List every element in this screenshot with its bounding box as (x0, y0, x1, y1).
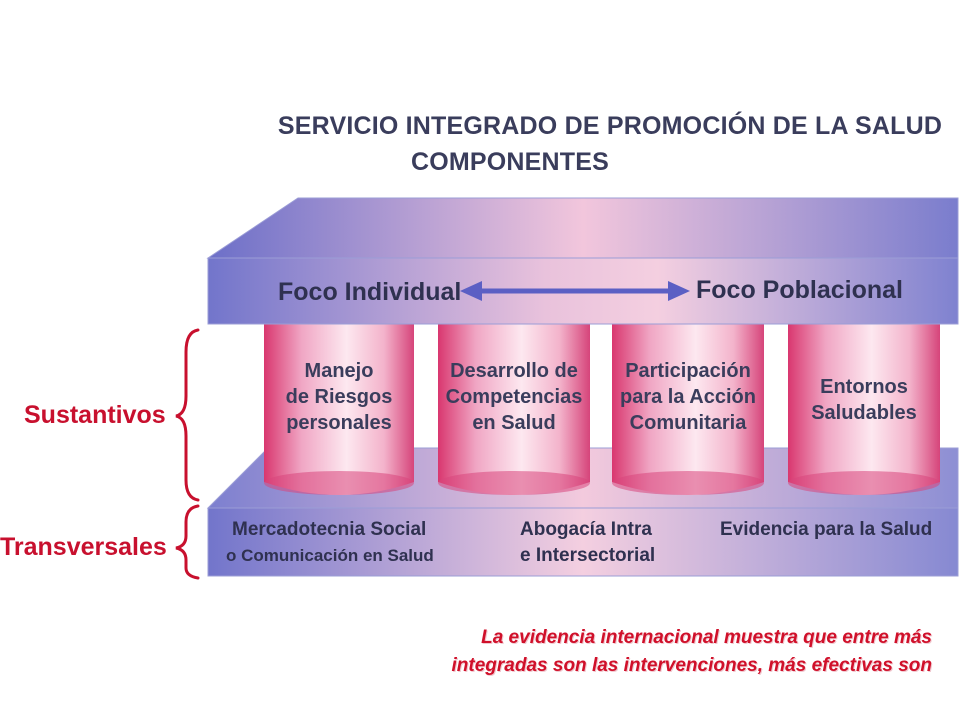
diagram-subtitle: COMPONENTES (410, 148, 610, 176)
pillar-3-label: Participación para la Acción Comunitaria (620, 360, 756, 434)
base-item-mercadotecnia: Mercadotecnia Social (232, 519, 427, 540)
pillar-3 (612, 324, 764, 495)
base-item-evidencia: Evidencia para la Salud (720, 519, 933, 540)
footer-line-2: integradas son las intervenciones, más e… (451, 655, 932, 676)
pillars (264, 324, 940, 495)
pillar-2 (438, 324, 590, 495)
base-item-abogacia: Abogacía Intra (520, 519, 652, 540)
diagram-title: SERVICIO INTEGRADO DE PROMOCIÓN DE LA SA… (277, 112, 943, 140)
pillar-4-label: Entornos Saludables (811, 376, 917, 424)
brace-transversales (175, 504, 200, 580)
foco-individual-label: Foco Individual (278, 278, 462, 306)
roof-top-face (206, 197, 959, 259)
base-front-face (207, 507, 959, 577)
foco-poblacional-label: Foco Poblacional (696, 276, 903, 304)
base-item-intersectorial: e Intersectorial (520, 545, 656, 566)
sustantivos-label: Sustantivos (24, 401, 166, 429)
pillar-1 (264, 324, 414, 495)
pillar-4 (788, 324, 940, 495)
double-arrow-icon (460, 281, 690, 301)
pillar-2-label: Desarrollo de Competencias en Salud (445, 360, 583, 434)
brace-sustantivos (175, 328, 200, 502)
base-item-comunicacion: o Comunicación en Salud (226, 546, 434, 565)
footer-line-1: La evidencia internacional muestra que e… (481, 627, 932, 648)
footer-note: La evidencia internacional muestra que e… (452, 624, 932, 680)
pillar-1-label: Manejo de Riesgos personales (285, 360, 393, 434)
transversales-label: Transversales (0, 533, 167, 561)
